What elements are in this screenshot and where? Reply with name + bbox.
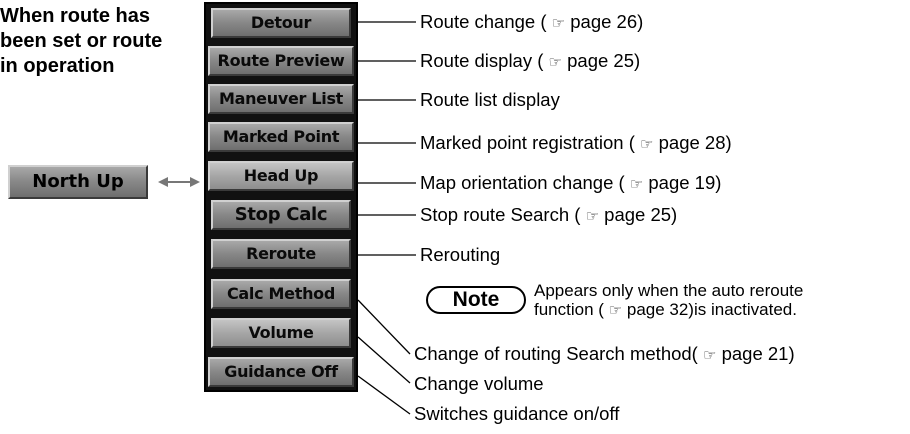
stop-calc-button[interactable]: Stop Calc xyxy=(211,200,351,230)
detour-button[interactable]: Detour xyxy=(211,8,351,38)
north-up-button[interactable]: North Up xyxy=(8,165,148,199)
callout-route-change: Route change ( ☞ page 26) xyxy=(420,11,644,32)
callout-change-volume: Change volume xyxy=(414,373,544,394)
route-preview-button[interactable]: Route Preview xyxy=(208,46,354,76)
pointing-hand-icon: ☞ xyxy=(702,347,717,364)
marked-point-button[interactable]: Marked Point xyxy=(208,122,354,152)
route-menu-panel: Detour Route Preview Maneuver List Marke… xyxy=(204,2,358,392)
note-text: Appears only when the auto reroute funct… xyxy=(534,281,804,319)
heading-line-3: in operation xyxy=(0,55,115,77)
pointing-hand-icon: ☞ xyxy=(629,176,644,193)
leader-line xyxy=(357,299,411,355)
calc-method-button[interactable]: Calc Method xyxy=(211,279,351,309)
volume-button[interactable]: Volume xyxy=(211,318,351,348)
callout-calc-method: Change of routing Search method( ☞ page … xyxy=(414,343,795,364)
maneuver-list-button[interactable]: Maneuver List xyxy=(208,84,354,114)
head-up-button[interactable]: Head Up xyxy=(208,161,354,191)
leader-line xyxy=(357,375,411,415)
callout-marked-point: Marked point registration ( ☞ page 28) xyxy=(420,132,732,153)
section-heading: When route has been set or route in oper… xyxy=(0,4,205,79)
guidance-off-button[interactable]: Guidance Off xyxy=(208,357,354,387)
callout-stop-search: Stop route Search ( ☞ page 25) xyxy=(420,204,678,225)
pointing-hand-icon: ☞ xyxy=(585,208,600,225)
pointing-hand-icon: ☞ xyxy=(640,136,654,153)
note-badge: Note xyxy=(426,286,526,314)
pointing-hand-icon: ☞ xyxy=(608,302,623,319)
reroute-button[interactable]: Reroute xyxy=(211,239,351,269)
callout-route-display: Route display ( ☞ page 25) xyxy=(420,50,641,71)
double-arrow-icon xyxy=(158,177,200,187)
pointing-hand-icon: ☞ xyxy=(551,15,566,32)
leader-line xyxy=(357,336,411,384)
callout-map-orientation: Map orientation change ( ☞ page 19) xyxy=(420,172,722,193)
heading-line-1: When route has xyxy=(0,5,151,27)
pointing-hand-icon: ☞ xyxy=(548,54,562,71)
callout-route-list: Route list display xyxy=(420,89,560,110)
callout-guidance-toggle: Switches guidance on/off xyxy=(414,403,620,424)
callout-rerouting: Rerouting xyxy=(420,244,501,265)
heading-line-2: been set or route xyxy=(0,30,163,52)
